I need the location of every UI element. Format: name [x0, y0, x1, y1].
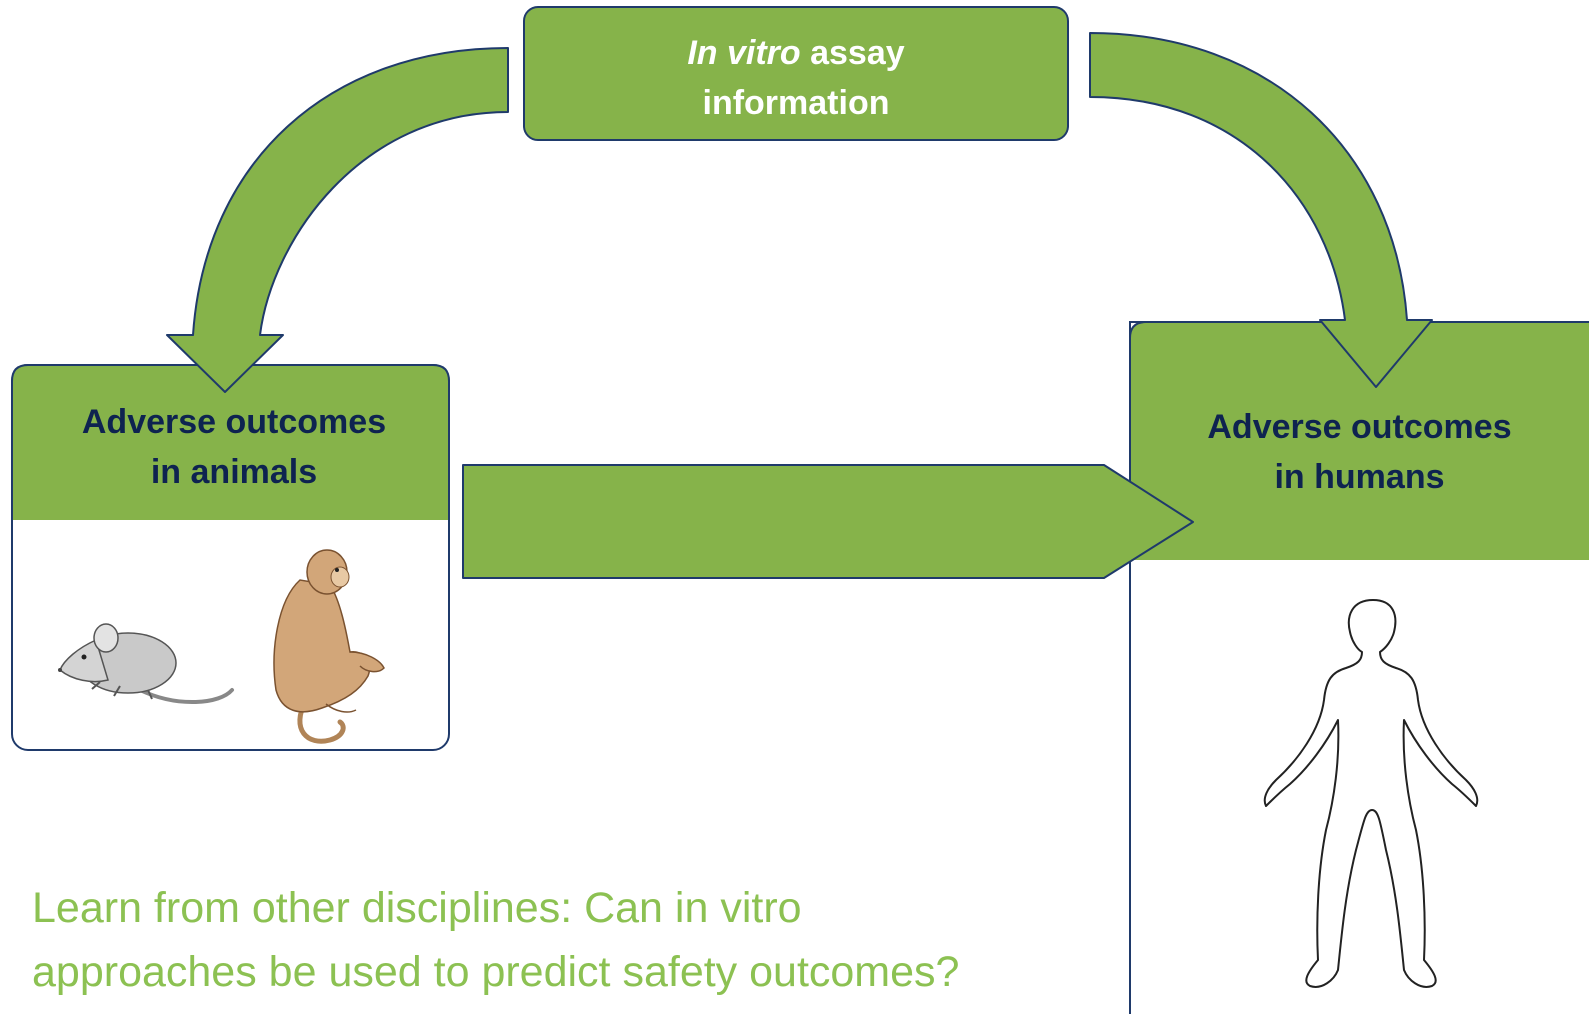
animal-box-title: Adverse outcomes in animals	[12, 397, 456, 497]
human-title-line1: Adverse outcomes	[1207, 408, 1512, 446]
human-box	[1129, 321, 1589, 1014]
human-box-header	[1130, 322, 1589, 560]
question-text: Learn from other disciplines: Can in vit…	[32, 876, 1132, 1004]
animal-title-line2: in animals	[150, 453, 318, 491]
question-line1: Learn from other disciplines: Can in vit…	[32, 884, 802, 932]
animal-box-header	[12, 365, 449, 520]
assay-box	[523, 6, 1069, 141]
human-title-line2: in humans	[1274, 458, 1445, 496]
mouse-illustration	[58, 623, 234, 705]
assay-box-title: In vitro assay information	[524, 28, 1068, 128]
human-body-outline	[1263, 599, 1479, 988]
assay-title-line1: In vitro assay	[524, 28, 1068, 78]
horizontal-arrow-animals-to-humans	[462, 464, 1194, 579]
curved-arrow-to-humans	[1089, 32, 1433, 388]
assay-title-line2: information	[702, 84, 890, 122]
assay-title-rest: assay	[800, 34, 905, 72]
monkey-illustration	[273, 549, 385, 744]
animal-title-line1: Adverse outcomes	[81, 403, 387, 441]
curved-arrow-to-animals	[166, 47, 509, 393]
human-box-title: Adverse outcomes in humans	[1130, 402, 1589, 502]
assay-title-italic: In vitro	[687, 34, 801, 72]
question-line2: approaches be used to predict safety out…	[32, 948, 960, 996]
